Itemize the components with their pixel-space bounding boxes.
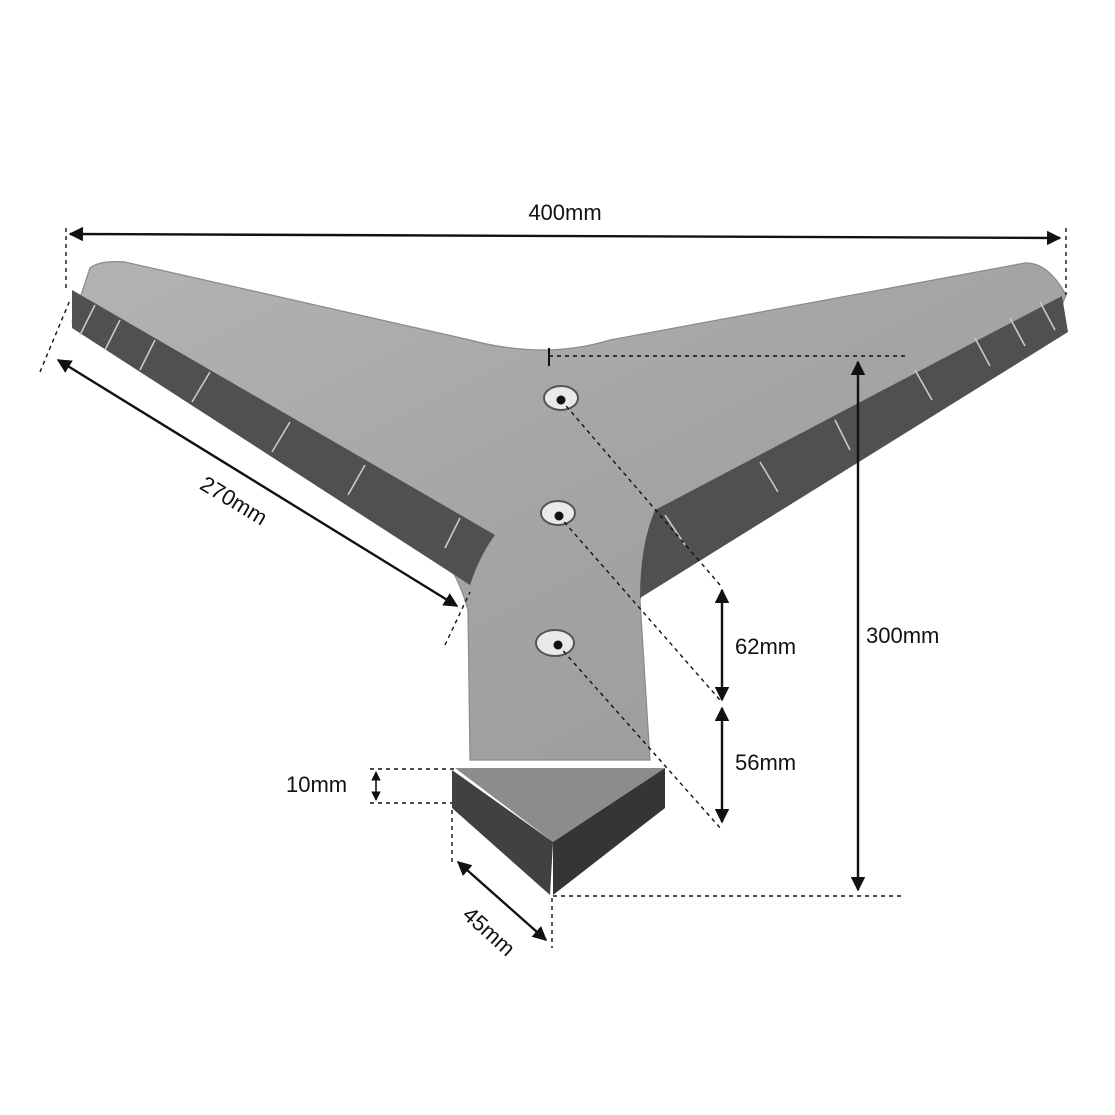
blade-tip-top bbox=[455, 768, 665, 842]
dimension-height: 300mm bbox=[548, 348, 939, 897]
dimension-tip-thickness: 10mm bbox=[286, 768, 455, 804]
dimension-width: 400mm bbox=[65, 200, 1067, 295]
tip-thickness-label: 10mm bbox=[286, 772, 347, 797]
wing-label: 270mm bbox=[196, 471, 272, 530]
width-label: 400mm bbox=[528, 200, 601, 225]
mounting-hole-3 bbox=[535, 629, 575, 657]
mounting-hole-1 bbox=[543, 385, 579, 411]
dimension-hole-spacing-upper: 62mm bbox=[558, 399, 796, 702]
blade-part bbox=[71, 261, 1068, 895]
dimension-hole-spacing-lower: 56mm bbox=[557, 644, 796, 831]
tip-length-label: 45mm bbox=[458, 902, 520, 961]
height-label: 300mm bbox=[866, 623, 939, 648]
hole-spacing-upper-label: 62mm bbox=[735, 634, 796, 659]
blade-tip-right-face bbox=[553, 768, 665, 895]
hole-spacing-lower-label: 56mm bbox=[735, 750, 796, 775]
mounting-hole-2 bbox=[540, 500, 576, 526]
